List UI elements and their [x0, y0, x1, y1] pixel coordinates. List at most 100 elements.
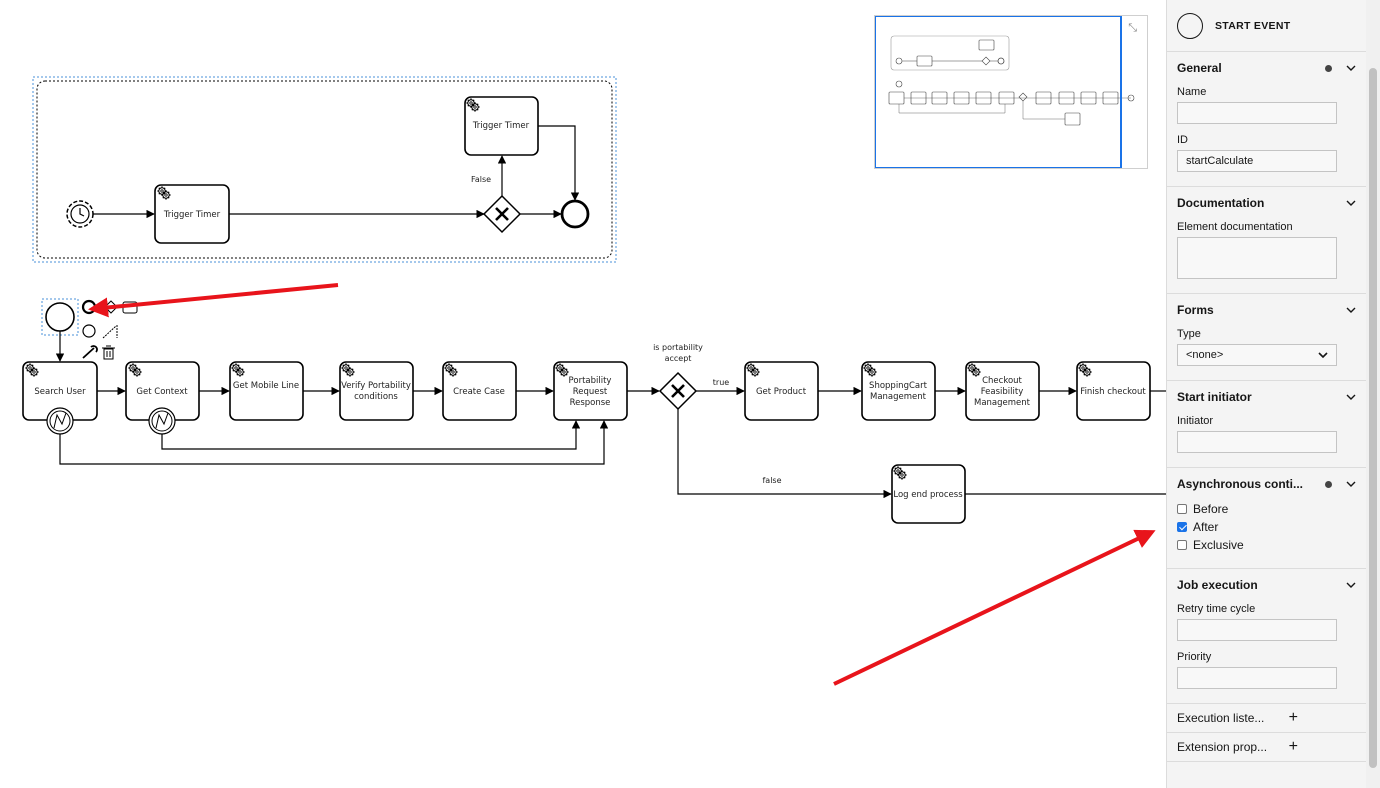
group-async-header[interactable]: Asynchronous conti...: [1177, 468, 1356, 500]
group-documentation: Documentation Element documentation: [1167, 187, 1366, 294]
gateway-label-line1: is portability: [653, 343, 703, 352]
name-label: Name: [1177, 86, 1207, 98]
task-label-line1: ShoppingCart: [869, 381, 928, 391]
minimap[interactable]: ⤡: [874, 15, 1148, 169]
group-title: Execution liste...: [1177, 711, 1265, 725]
minimap-viewport[interactable]: [875, 16, 1122, 168]
task-label-line2: Management: [870, 392, 927, 402]
task-create-case[interactable]: Create Case: [442, 361, 517, 421]
timer-start-event[interactable]: [66, 200, 94, 228]
task-label: Get Product: [756, 387, 807, 397]
chevron-down-icon[interactable]: [1346, 580, 1356, 590]
task-get-product[interactable]: Get Product: [744, 361, 819, 421]
after-checkbox[interactable]: [1177, 522, 1187, 532]
task-label-line1: Checkout: [982, 376, 1022, 386]
group-general: General Name ID startCalculate: [1167, 52, 1366, 187]
group-forms-header[interactable]: Forms: [1177, 294, 1356, 326]
group-forms: Forms Type <none>: [1167, 294, 1366, 381]
panel-scrollbar[interactable]: [1366, 0, 1380, 788]
task-label-line1: Verify Portability: [341, 381, 411, 391]
properties-panel: START EVENT General Name ID startCalcula…: [1166, 0, 1366, 788]
gateway-is-portability-accept[interactable]: [658, 371, 698, 411]
exclusive-checkbox-row[interactable]: Exclusive: [1177, 536, 1356, 554]
before-checkbox[interactable]: [1177, 504, 1187, 514]
task-portability-request-response[interactable]: Portability Request Response: [553, 361, 628, 421]
sub-end-event[interactable]: [560, 199, 590, 229]
name-input[interactable]: [1177, 102, 1337, 124]
boundary-error-event-1[interactable]: [46, 407, 74, 435]
chevron-down-icon[interactable]: [1346, 479, 1356, 489]
group-extension-header[interactable]: Extension prop... +: [1177, 733, 1356, 761]
sub-task-label: Trigger Timer: [163, 210, 221, 220]
start-event-icon: [1177, 12, 1203, 39]
task-label: Get Context: [136, 387, 188, 397]
group-listeners-header[interactable]: Execution liste... +: [1177, 704, 1356, 732]
flow-label-true: true: [713, 378, 729, 387]
retry-label: Retry time cycle: [1177, 603, 1256, 615]
group-documentation-header[interactable]: Documentation: [1177, 187, 1356, 219]
add-extension-property-icon[interactable]: +: [1288, 738, 1298, 755]
after-checkbox-row[interactable]: After: [1177, 518, 1356, 536]
exclusive-checkbox[interactable]: [1177, 540, 1187, 550]
chevron-down-icon[interactable]: [1346, 198, 1356, 208]
start-event[interactable]: [45, 302, 75, 332]
initiator-input[interactable]: [1177, 431, 1337, 453]
priority-label: Priority: [1177, 651, 1212, 663]
event-subprocess[interactable]: [36, 80, 613, 259]
flow-label-false: false: [762, 476, 781, 485]
before-label: Before: [1193, 502, 1229, 516]
flow-label-false-upper: False: [471, 175, 491, 184]
group-job-header[interactable]: Job execution: [1177, 569, 1356, 601]
chevron-down-icon[interactable]: [1346, 392, 1356, 402]
sub-exclusive-gateway[interactable]: [482, 194, 522, 234]
diagram-canvas[interactable]: Trigger Timer False Trigger Timer Search…: [0, 0, 1166, 788]
id-input[interactable]: startCalculate: [1177, 150, 1337, 172]
minimap-preview: [875, 16, 1135, 168]
text-annotation-icon[interactable]: [102, 325, 118, 339]
sub-task-trigger-timer-2[interactable]: Trigger Timer: [464, 96, 539, 156]
priority-input[interactable]: [1177, 667, 1337, 689]
group-title: Job execution: [1177, 578, 1258, 592]
task-label: Log end process: [893, 490, 963, 500]
task-log-end-process[interactable]: Log end process: [891, 464, 966, 524]
bpmn-diagram: Trigger Timer False Trigger Timer Search…: [22, 76, 1166, 686]
annotation-arrow-start-event: [88, 283, 339, 318]
append-intermediate-event-icon[interactable]: [82, 324, 96, 338]
data-marker-icon: [1325, 64, 1332, 72]
task-label: Search User: [34, 387, 86, 397]
task-label: Finish checkout: [1080, 387, 1146, 397]
task-shoppingcart-management[interactable]: ShoppingCart Management: [861, 361, 936, 421]
id-label: ID: [1177, 134, 1188, 146]
task-get-mobile-line[interactable]: Get Mobile Line: [229, 361, 304, 421]
before-checkbox-row[interactable]: Before: [1177, 500, 1356, 518]
task-label-line2: Request: [573, 387, 608, 397]
documentation-textarea[interactable]: [1177, 237, 1337, 279]
trash-icon[interactable]: [102, 345, 115, 360]
task-label-line3: Response: [570, 398, 611, 408]
group-execution-listeners: Execution liste... +: [1167, 704, 1366, 733]
type-select[interactable]: <none>: [1177, 344, 1337, 366]
group-job-execution: Job execution Retry time cycle Priority: [1167, 569, 1366, 704]
task-finish-checkout[interactable]: Finish checkout: [1076, 361, 1151, 421]
group-title: Start initiator: [1177, 390, 1252, 404]
sub-task-label: Trigger Timer: [472, 121, 530, 131]
group-title: General: [1177, 61, 1222, 75]
chevron-down-icon[interactable]: [1346, 305, 1356, 315]
data-marker-icon: [1325, 480, 1332, 488]
task-label: Create Case: [453, 387, 505, 397]
boundary-error-event-2[interactable]: [148, 407, 176, 435]
wrench-icon[interactable]: [82, 345, 98, 359]
scrollbar-thumb[interactable]: [1369, 68, 1377, 768]
minimap-collapse-icon[interactable]: ⤡: [1128, 22, 1137, 34]
group-start-initiator-header[interactable]: Start initiator: [1177, 381, 1356, 413]
chevron-down-icon[interactable]: [1346, 63, 1356, 73]
task-verify-portability[interactable]: Verify Portability conditions: [339, 361, 414, 421]
retry-input[interactable]: [1177, 619, 1337, 641]
task-checkout-feasibility[interactable]: Checkout Feasibility Management: [965, 361, 1040, 421]
sub-task-trigger-timer[interactable]: Trigger Timer: [154, 184, 230, 244]
task-label: Get Mobile Line: [233, 381, 299, 391]
add-listener-icon[interactable]: +: [1288, 709, 1298, 726]
task-label-line1: Portability: [569, 376, 612, 386]
group-start-initiator: Start initiator Initiator: [1167, 381, 1366, 468]
group-general-header[interactable]: General: [1177, 52, 1356, 84]
